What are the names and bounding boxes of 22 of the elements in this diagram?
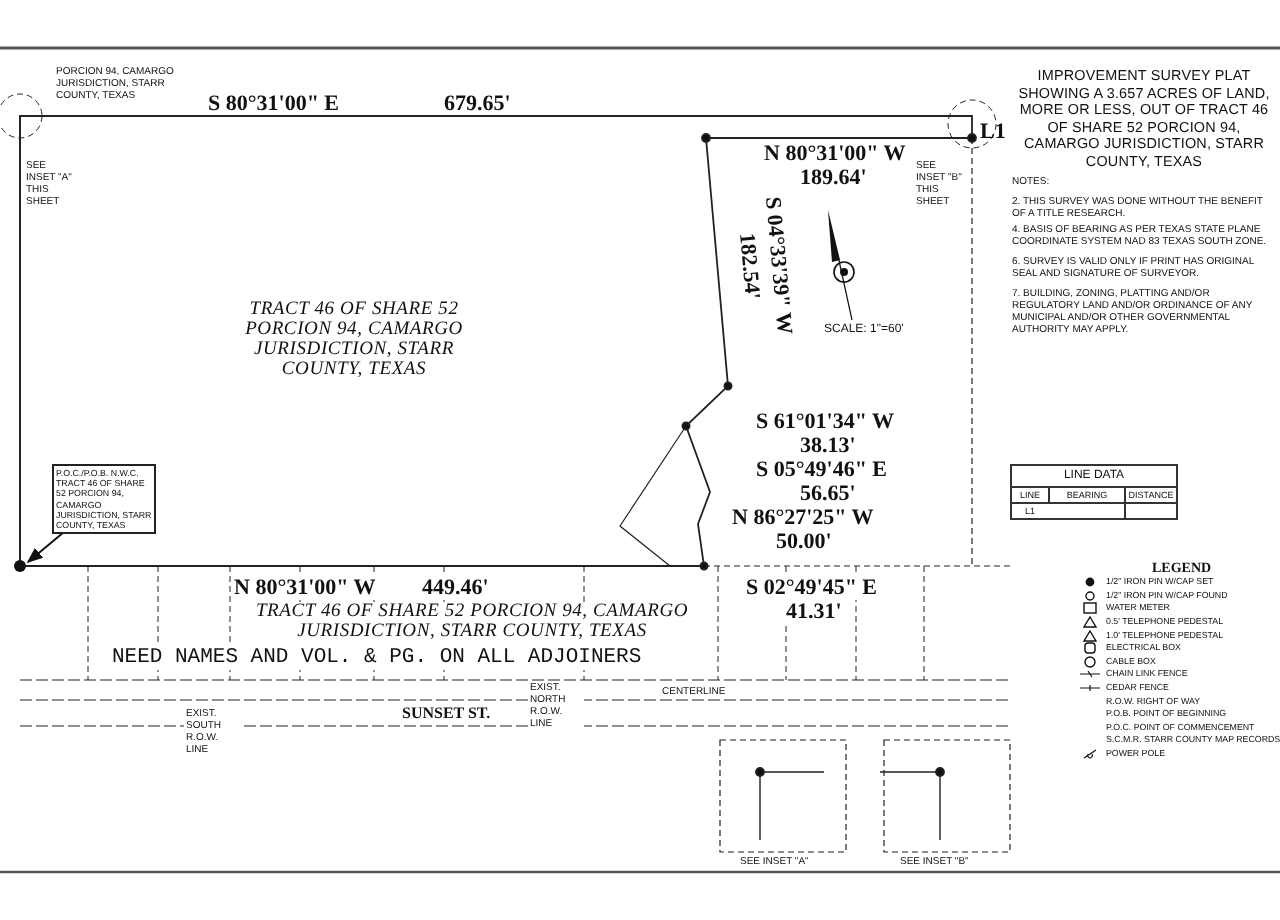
distance-label: 679.65' [444,92,511,116]
bearing-label: S 05°49'46" E [756,458,888,482]
bearing-label: S 61°01'34" W [756,410,894,434]
distance-label: 182.54' [734,232,764,301]
bearing-label: N 86°27'25" W [732,506,874,530]
tract-label: TRACT 46 OF SHARE 52 PORCION 94, CAMARGO JURISDICTION, STARR COUNTY, TEXAS [243,300,465,380]
leader-line [26,531,65,563]
distance-label: 189.64' [800,166,867,190]
bearing-label: N 80°31'00" W [232,576,378,600]
bearing-label: N 80°31'00" W [764,142,906,166]
distance-label: 449.46' [420,576,491,600]
line-label: L1 [980,120,1006,144]
distance-label: 41.31' [784,600,844,624]
street-name: SUNSET ST. [400,704,493,722]
corner-point [14,560,26,572]
bearing-label: S 04°33'39" W [760,196,796,336]
distance-label: 38.13' [800,434,856,458]
distance-label: 56.65' [800,482,856,506]
bearing-label: S 80°31'00" E [208,92,340,116]
distance-label: 50.00' [776,530,832,554]
bearing-label: S 02°49'45" E [744,576,880,600]
note-label: NEED NAMES AND VOL. & PG. ON ALL ADJOINERS [110,646,644,670]
